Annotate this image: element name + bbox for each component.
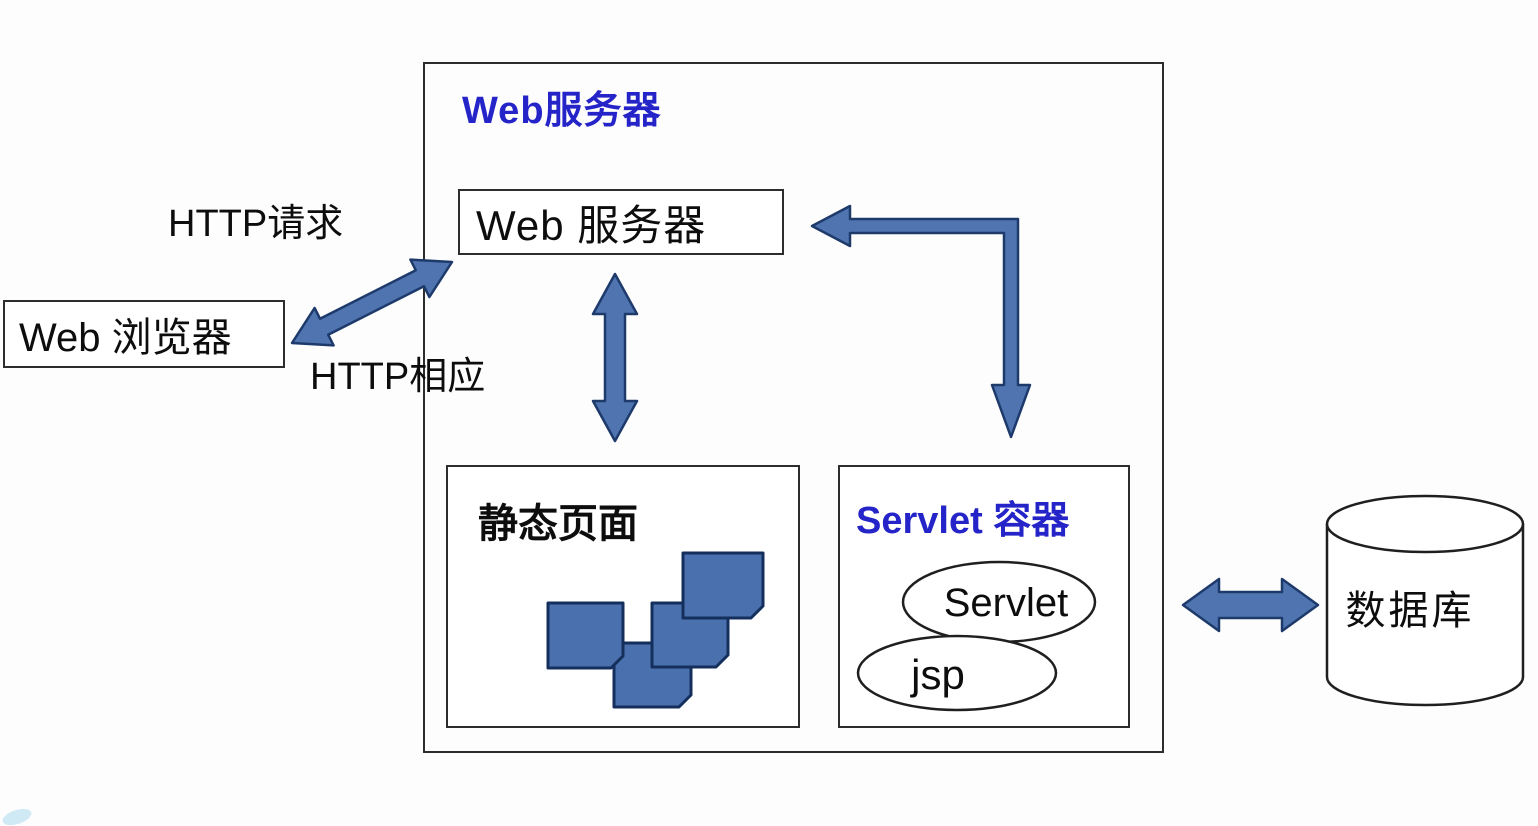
database-arrow xyxy=(1181,577,1320,633)
jsp-ellipse-label: jsp xyxy=(911,651,965,698)
jsp-ellipse xyxy=(856,634,1058,712)
static-page-cube-left xyxy=(546,601,625,670)
servlet-container-label: Servlet 容器 xyxy=(856,500,1070,542)
web-browser-node-label: Web 浏览器 xyxy=(19,316,232,360)
database-cylinder-body xyxy=(1325,524,1525,707)
server-static-pages-arrow xyxy=(591,272,639,443)
http-request-label: HTTP请求 xyxy=(168,203,344,245)
servlet-ellipse-label: Servlet xyxy=(943,581,1069,625)
http-request-response-arrow xyxy=(290,258,454,347)
web-server-node: Web 服务器 xyxy=(458,189,784,255)
static-page-cube-top-right xyxy=(681,551,765,620)
diagram-title: Web服务器 xyxy=(462,90,662,132)
web-browser-node: Web 浏览器 xyxy=(3,300,285,368)
static-pages-node-label: 静态页面 xyxy=(478,502,638,546)
web-server-node-label: Web 服务器 xyxy=(476,201,707,249)
database-cylinder-top xyxy=(1325,494,1525,554)
http-response-label: HTTP相应 xyxy=(310,356,486,398)
database-label: 数据库 xyxy=(1345,589,1475,633)
server-servlet-elbow-arrow xyxy=(810,204,1032,439)
web-server-outer-box xyxy=(423,62,1164,753)
